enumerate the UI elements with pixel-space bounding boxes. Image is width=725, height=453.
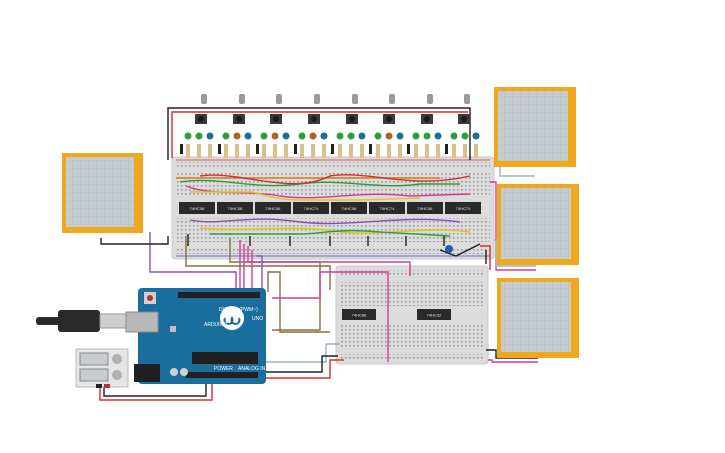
chip-label: 74HC32 — [427, 313, 442, 318]
ic-chip: 74HC08 — [255, 202, 291, 214]
chip-label: 74HC08 — [418, 206, 433, 211]
usb-cable — [36, 310, 129, 332]
ic-chip: 74HC32 — [417, 309, 451, 320]
ic-chip: 74HC08 — [179, 202, 215, 214]
chip-label: 74HC08 — [190, 206, 205, 211]
chip-label: 74HC08 — [266, 206, 281, 211]
top-ic-row: 74HC08 74HC08 74HC08 74HC74 74HC08 74HC7… — [179, 202, 481, 214]
oscilloscope-middle-right — [497, 184, 579, 265]
power-label: POWER — [214, 366, 233, 372]
arduino-model: UNO — [252, 316, 263, 322]
ic-chip: 74HC08 — [331, 202, 367, 214]
arduino-uno: DIGITAL (PWM~) ARDUINO UNO POWER ANALOG … — [125, 288, 266, 384]
chip-label: 74HC74 — [380, 206, 395, 211]
power-supply — [75, 348, 129, 388]
capacitor — [445, 245, 453, 253]
oscilloscope-top-right — [494, 87, 576, 167]
chip-label: 74HC74 — [456, 206, 471, 211]
ic-chip: 74HC86 — [342, 309, 376, 320]
ic-chip: 74HC08 — [407, 202, 443, 214]
input-components — [180, 94, 480, 158]
bottom-breadboard — [335, 265, 489, 365]
pushbutton-row — [195, 114, 470, 124]
resistor-row — [186, 144, 478, 158]
chip-label: 74HC86 — [352, 313, 367, 318]
diode-row — [180, 144, 448, 154]
digital-label: DIGITAL (PWM~) — [219, 307, 258, 313]
oscilloscope-left — [62, 153, 143, 233]
ic-chip: 74HC08 — [217, 202, 253, 214]
analog-label: ANALOG IN — [238, 366, 266, 372]
ic-chip: 74HC74 — [369, 202, 405, 214]
chip-label: 74HC74 — [304, 206, 319, 211]
bottom-ic-row: 74HC86 74HC32 — [342, 309, 451, 320]
chip-label: 74HC08 — [228, 206, 243, 211]
oscilloscope-bottom-right — [497, 278, 579, 358]
led-row — [184, 132, 480, 140]
ic-chip: 74HC74 — [293, 202, 329, 214]
potentiometer-row — [201, 94, 470, 104]
chip-label: 74HC08 — [342, 206, 357, 211]
ic-chip: 74HC74 — [445, 202, 481, 214]
arduino-brand: ARDUINO — [204, 322, 227, 328]
